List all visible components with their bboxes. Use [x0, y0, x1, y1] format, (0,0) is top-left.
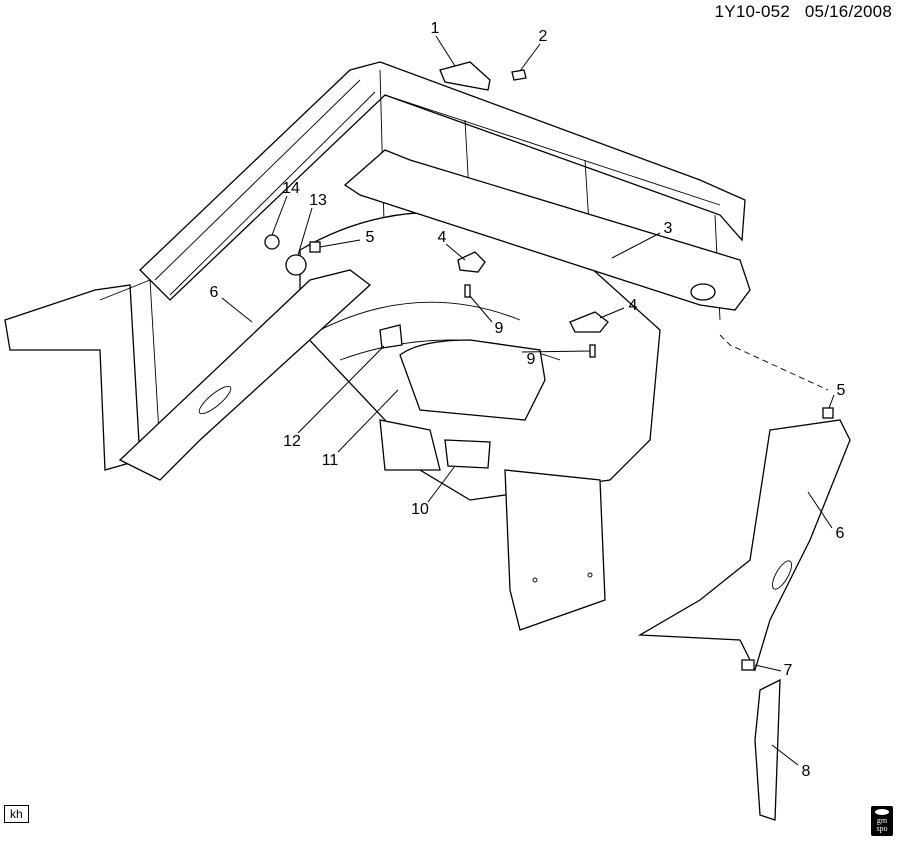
callout-1: 1 [431, 20, 440, 37]
part-1-bracket [439, 61, 491, 91]
callout-4: 4 [438, 229, 447, 246]
callout-9: 9 [495, 320, 504, 337]
part-3-header-trim [343, 149, 751, 311]
part-14-cap [264, 234, 280, 250]
callout-8: 8 [802, 763, 811, 780]
part-5-retainer [309, 241, 321, 253]
part-2-screw [511, 69, 527, 81]
part-11-glove-box [399, 339, 546, 421]
diagram-date: 05/16/2008 [804, 2, 892, 21]
part-10-pad [444, 439, 491, 469]
part-12-bumper [379, 324, 403, 349]
callout-5: 5 [366, 229, 375, 246]
part-8-lower-trim [754, 678, 781, 821]
callout-2: 2 [539, 28, 548, 45]
vehicle-body-outline [4, 61, 746, 631]
callout-13: 13 [309, 192, 327, 209]
part-4-clip [569, 311, 609, 333]
diagram-code: 1Y10-052 [714, 2, 790, 21]
callout-3: 3 [664, 220, 673, 237]
diagram-header: 1Y10-052 05/16/2008 [705, 2, 892, 22]
part-9-bolt [589, 344, 596, 358]
callout-7: 7 [784, 662, 793, 679]
part-6-pillar-trim-left [118, 269, 372, 481]
part-5-retainer [822, 407, 834, 419]
callout-10: 10 [411, 501, 429, 518]
part-13-grommet [285, 254, 307, 276]
callout-11: 11 [322, 452, 339, 469]
part-6-pillar-trim-right [637, 419, 851, 672]
callout-12: 12 [283, 433, 301, 450]
callout-14: 14 [282, 180, 300, 197]
part-7-clip [741, 659, 755, 671]
callout-5: 5 [837, 382, 846, 399]
callout-4: 4 [629, 297, 638, 314]
callout-9: 9 [527, 351, 536, 368]
callout-6: 6 [836, 525, 845, 542]
part-9-bolt [464, 284, 471, 298]
leader-lines [221, 35, 835, 766]
part-4-clip [457, 251, 486, 273]
artist-initials: kh [4, 805, 29, 823]
callout-6: 6 [210, 284, 219, 301]
